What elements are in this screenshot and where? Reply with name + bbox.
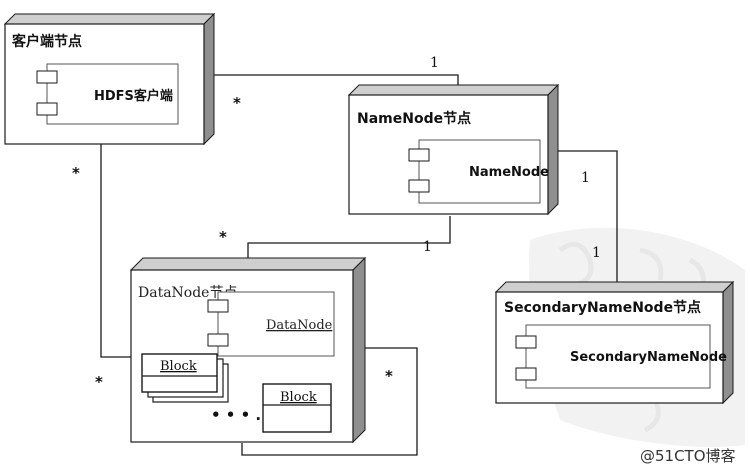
- client-component-port-icon: [36, 70, 58, 84]
- block-a: [141, 353, 218, 393]
- mult-namenode-datanode-namenode: 1: [423, 239, 432, 255]
- datanode-component-label: DataNode: [266, 318, 333, 333]
- datanode-node-side: [352, 256, 366, 444]
- secondary-component-port-icon: [515, 367, 537, 381]
- datanode-node-title: DataNode节点: [138, 285, 237, 301]
- edge-client-datanode: [100, 144, 140, 358]
- mult-namenode-secondary-secondary: 1: [592, 245, 601, 261]
- secondary-component-port-icon: [515, 335, 537, 349]
- mult-namenode-secondary-namenode: 1: [581, 170, 590, 186]
- edge-namenode-datanode: [247, 216, 451, 268]
- edge-namenode-secondary: [558, 150, 618, 284]
- datanode-component-port-icon: [207, 333, 229, 347]
- client-component-port-icon: [36, 102, 58, 116]
- namenode-node-side: [547, 83, 559, 216]
- client-node: 客户端节点 HDFS客户端: [3, 12, 216, 146]
- mult-client-datanode-datanode: *: [95, 373, 103, 391]
- block-a-label: Block: [160, 359, 197, 374]
- block-single: Block: [262, 383, 332, 433]
- namenode-component: [418, 139, 541, 204]
- namenode-component-port-icon: [408, 148, 430, 162]
- namenode-component-label: NameNode: [469, 165, 549, 180]
- mult-datanode-self: *: [385, 367, 393, 385]
- datanode-node: DataNode节点 DataNode Block • • • . Block: [129, 256, 367, 444]
- namenode-node-top: [347, 84, 560, 96]
- mult-client-datanode-client: *: [72, 164, 80, 182]
- mult-client-namenode-client: *: [233, 94, 241, 112]
- block-stack: Block: [141, 353, 229, 403]
- secondary-component-label: SecondaryNameNode: [570, 350, 727, 365]
- secondary-node-top: [494, 281, 735, 293]
- block-b-label: Block: [280, 390, 317, 405]
- client-node-title: 客户端节点: [11, 33, 82, 50]
- namenode-component-port-icon: [408, 179, 430, 193]
- secondary-node-side: [722, 280, 734, 405]
- datanode-node-top: [129, 257, 367, 271]
- datanode-component: [217, 291, 335, 357]
- block-b: [262, 383, 332, 433]
- client-component: [46, 63, 179, 125]
- secondary-node-title: SecondaryNameNode节点: [504, 299, 701, 316]
- client-node-top: [3, 13, 216, 25]
- mult-namenode-datanode-datanode: *: [219, 228, 227, 246]
- datanode-component-port-icon: [207, 299, 229, 313]
- blocks-ellipsis: • • • .: [211, 406, 261, 424]
- client-node-side: [203, 12, 215, 146]
- mult-client-namenode-namenode: 1: [430, 55, 439, 71]
- namenode-node: NameNode节点 NameNode: [347, 83, 560, 216]
- watermark-text: @51CTO博客: [640, 447, 736, 465]
- client-component-label: HDFS客户端: [94, 88, 173, 104]
- secondary-component: [525, 324, 711, 389]
- edge-datanode-self: [241, 347, 418, 456]
- namenode-node-title: NameNode节点: [357, 110, 471, 127]
- multiplicity-labels: * 1 * * * 1 1 1 *: [72, 55, 601, 391]
- secondary-node: SecondaryNameNode节点 SecondaryNameNode: [494, 280, 735, 405]
